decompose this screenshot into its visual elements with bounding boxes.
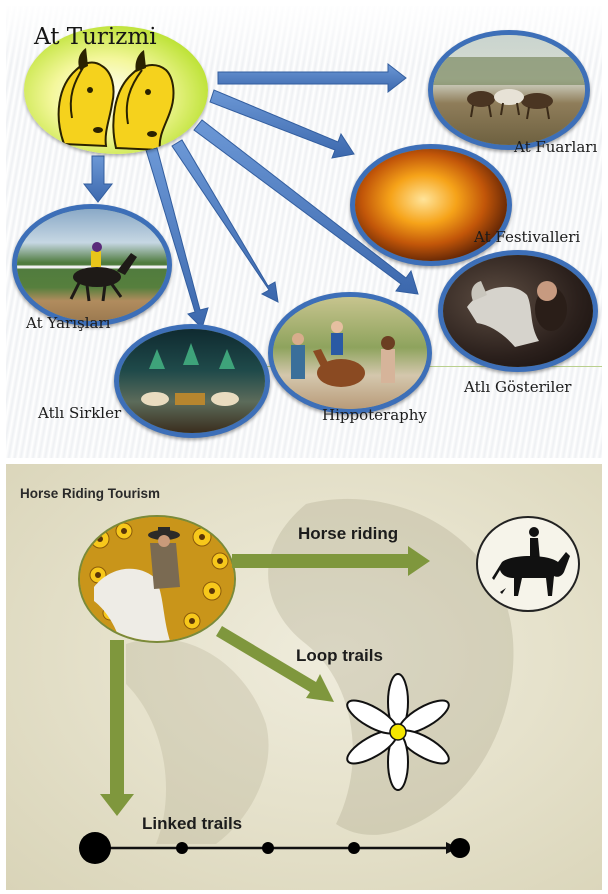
top-title: At Turizmi: [34, 24, 157, 50]
horse-fair-image: [433, 35, 585, 145]
trail-end-node: [450, 838, 470, 858]
horse-show-image: [443, 255, 593, 367]
label-hippotherapy: Hippoteraphy: [322, 406, 427, 424]
hippotherapy-image: [273, 297, 427, 409]
label-races: At Yarışları: [26, 314, 110, 332]
fairs-photo: [428, 30, 590, 150]
arrow-to-fairs: [218, 64, 406, 92]
linked-trails-line: [6, 464, 602, 890]
label-circus: Atlı Sirkler: [38, 404, 121, 422]
festivals-photo: [350, 144, 512, 266]
shows-photo: [438, 250, 598, 372]
horse-riding-tourism-panel: Horse Riding Tourism Horse riding: [6, 464, 602, 890]
hippotherapy-photo: [268, 292, 432, 414]
trail-start-node: [79, 832, 111, 864]
label-shows: Atlı Gösteriler: [464, 378, 571, 396]
circus-photo: [114, 324, 270, 438]
horse-race-image: [17, 209, 167, 321]
trail-node: [176, 842, 188, 854]
horse-circus-image: [119, 329, 265, 433]
at-turizmi-panel: At Turizmi At Fuarları At Festivalleri A…: [6, 6, 602, 458]
trail-node: [262, 842, 274, 854]
label-fairs: At Fuarları: [514, 138, 597, 156]
arrow-to-races: [84, 156, 112, 202]
races-photo: [12, 204, 172, 326]
label-festivals: At Festivalleri: [474, 228, 580, 246]
trail-node: [348, 842, 360, 854]
